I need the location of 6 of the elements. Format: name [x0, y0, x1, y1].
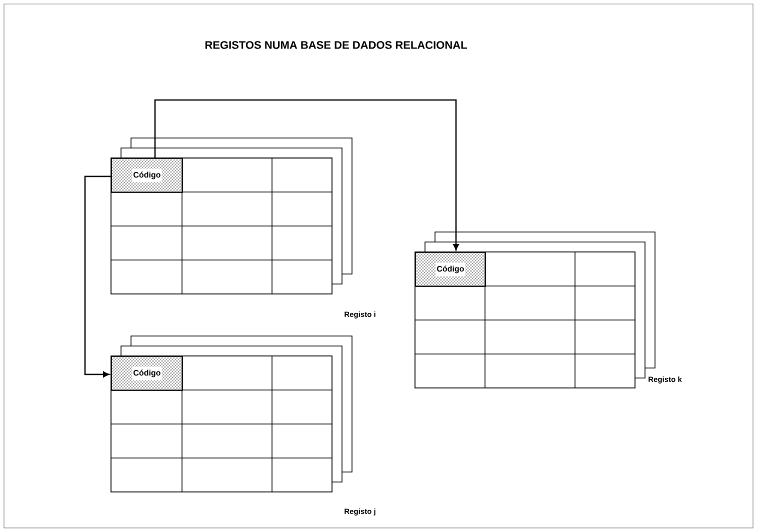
hatched-cell: Código — [111, 158, 183, 193]
hatched-cell: Código — [111, 356, 183, 391]
arrow — [84, 176, 111, 378]
title: REGISTOS NUMA BASE DE DADOS RELACIONAL — [205, 41, 467, 49]
hatched-cell: Código — [415, 252, 486, 287]
arrow — [154, 99, 459, 250]
